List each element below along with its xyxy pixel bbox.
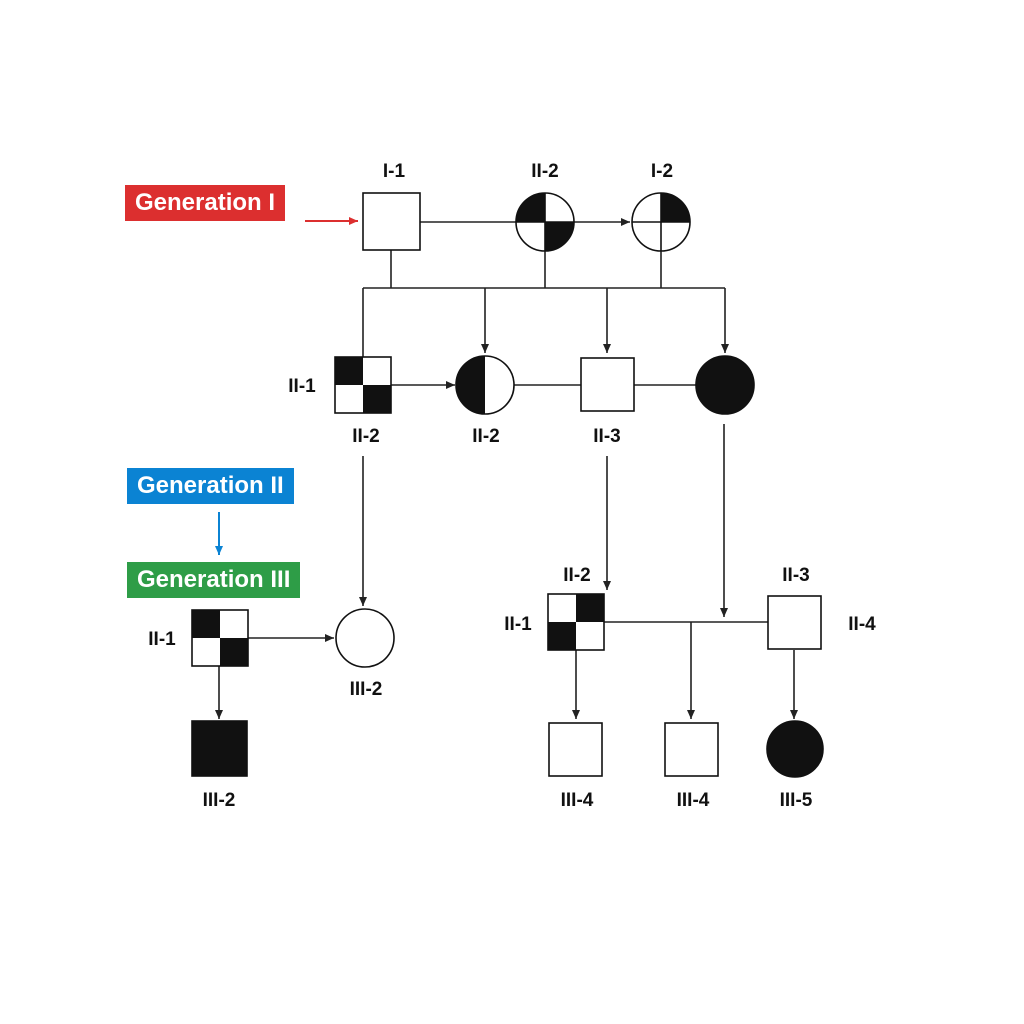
individual-label: II-3 [593, 426, 620, 447]
individual-ii-1: II-1 II-2 [288, 356, 392, 447]
male-unaffected-symbol [580, 357, 635, 412]
individual-iii-4-b: III-4 [664, 722, 719, 811]
individual-side-label: II-1 [288, 376, 316, 397]
individual-side-label: II-4 [848, 614, 876, 635]
male-unaffected-symbol [664, 722, 719, 777]
female-affected-symbol [766, 720, 824, 778]
male-checkered-symbol [191, 609, 249, 667]
female-half-affected-symbol [455, 355, 515, 415]
generation-1-label: Generation I [125, 185, 286, 221]
female-quartered-symbol [515, 192, 575, 252]
male-unaffected-symbol [767, 595, 822, 650]
individual-label: II-2 [531, 161, 558, 182]
male-checkered-symbol [547, 593, 605, 651]
female-quartered-symbol [631, 192, 691, 252]
individual-label: III-4 [677, 790, 710, 811]
individual-iii-4-a: III-4 [548, 722, 603, 811]
individual-label: II-2 [472, 426, 499, 447]
individual-label: I-2 [651, 161, 673, 182]
individual-iii-right-mate: II-3 II-4 [767, 565, 876, 650]
individual-label: II-3 [782, 565, 809, 586]
individual-ii-2: II-2 [455, 355, 515, 447]
individual-ii-affected-female [695, 355, 755, 415]
individual-label: III-4 [561, 790, 594, 811]
individual-side-label: II-1 [148, 629, 176, 650]
female-affected-symbol [695, 355, 755, 415]
individual-ii-3: II-3 [580, 357, 635, 447]
male-checkered-symbol [334, 356, 392, 414]
male-unaffected-symbol [548, 722, 603, 777]
individual-label: II-2 [563, 565, 590, 586]
individual-i-2: I-2 [631, 161, 691, 252]
generation-2-label: Generation II [127, 468, 294, 504]
individual-ii-2-top: II-2 [515, 161, 575, 252]
generation-3-label: Generation III [127, 562, 301, 598]
female-unaffected-symbol [335, 608, 395, 668]
individual-iii-2-male: III-2 [191, 720, 248, 811]
individual-iii-5: III-5 [766, 720, 824, 811]
individual-iii-2-female: III-2 [335, 608, 395, 700]
individual-label: III-5 [780, 790, 813, 811]
individual-label: III-2 [350, 679, 383, 700]
individual-label: III-2 [203, 790, 236, 811]
individual-iii-right-father: II-2 II-1 [504, 565, 605, 651]
individual-label: II-2 [352, 426, 379, 447]
individual-side-label: II-1 [504, 614, 532, 635]
individual-label: I-1 [383, 161, 406, 182]
individual-iii-left-father: II-1 [148, 609, 249, 667]
male-unaffected-symbol [362, 192, 421, 251]
male-affected-symbol [191, 720, 248, 777]
individual-i-1: I-1 [362, 161, 421, 251]
